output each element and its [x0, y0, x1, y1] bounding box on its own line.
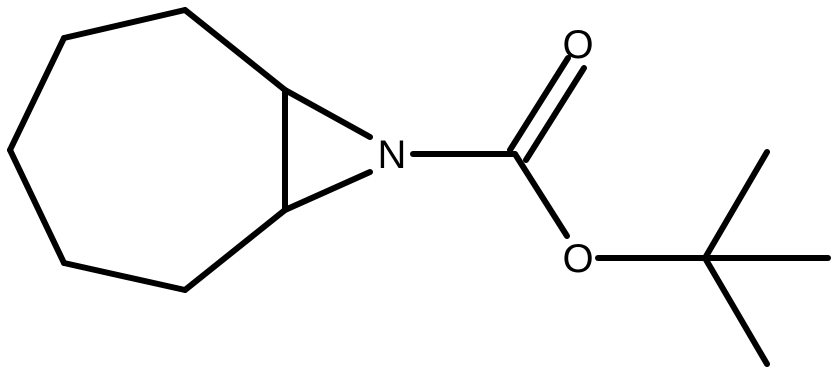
ring-bond-6 [182, 207, 288, 293]
carbonyl-double-bond-2 [523, 65, 587, 163]
aziridine-bond-bottom [282, 169, 373, 213]
tbutyl-methyl-up [702, 149, 770, 261]
carbonyl-ester-bond [512, 151, 570, 239]
tbutyl-methyl-down [702, 255, 770, 367]
ring-bond-2 [61, 7, 188, 41]
carbonyl-oxygen-label: O [562, 23, 593, 67]
carbonyl-double-bond-1 [507, 55, 571, 153]
ring-bond-4 [7, 147, 67, 266]
aziridine-bond-top [282, 87, 373, 140]
boc-group [410, 55, 831, 367]
nitrogen-atom-label: N [378, 133, 407, 177]
aziridine-ring [282, 87, 373, 213]
cycloheptane-ring [7, 7, 288, 293]
ring-bond-5 [61, 260, 188, 293]
ring-bond-3 [7, 35, 67, 153]
ester-oxygen-label: O [562, 237, 593, 281]
ring-bond-1 [182, 7, 288, 93]
